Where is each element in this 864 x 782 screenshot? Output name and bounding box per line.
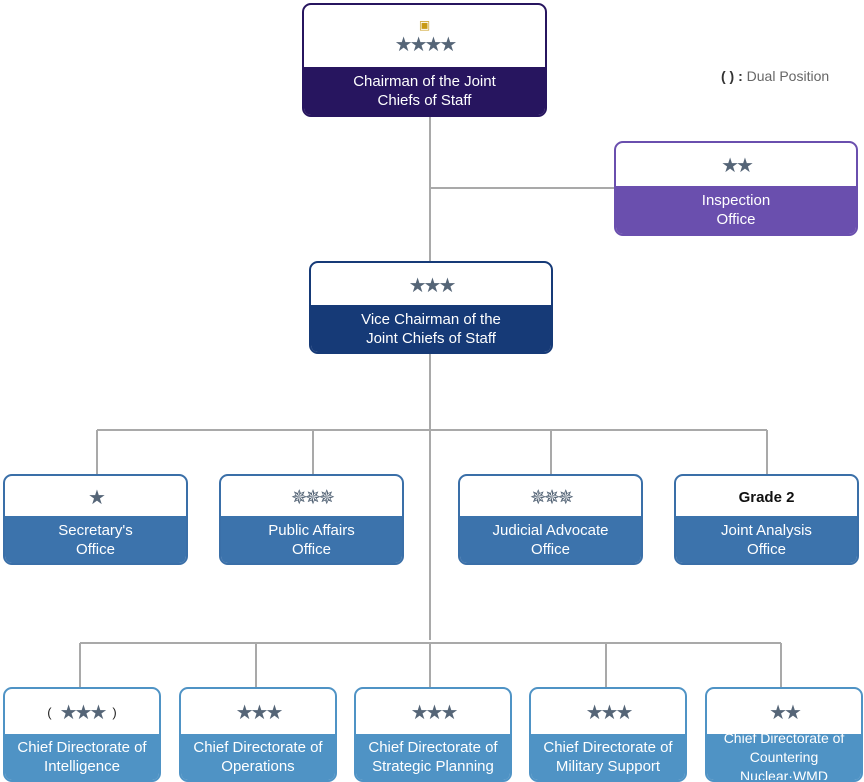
secretary-title: Secretary's Office <box>5 516 186 563</box>
judicial-advocate-title: Judicial Advocate Office <box>460 516 641 563</box>
countering-nuclear-wmd-directorate-box[interactable]: ★★ Chief Directorate of Countering Nucle… <box>705 687 863 782</box>
joint-analysis-title: Joint Analysis Office <box>676 516 857 563</box>
vice-chairman-box[interactable]: ★★★ Vice Chairman of the Joint Chiefs of… <box>309 261 553 354</box>
chairman-title: Chairman of the Joint Chiefs of Staff <box>304 67 545 115</box>
chairman-rank: ▣★★★★ <box>304 5 545 69</box>
operations-directorate-box[interactable]: ★★★ Chief Directorate of Operations <box>179 687 337 782</box>
colonel-insignia-icon: ✵✵✵ <box>290 486 335 509</box>
joint-analysis-grade: Grade 2 <box>676 476 857 518</box>
public-affairs-title: Public Affairs Office <box>221 516 402 563</box>
intelligence-directorate-box[interactable]: ( ★★★) Chief Directorate of Intelligence <box>3 687 161 782</box>
vice-title: Vice Chairman of the Joint Chiefs of Sta… <box>311 305 551 352</box>
strategic-planning-title: Chief Directorate of Strategic Planning <box>356 734 510 780</box>
secretary-rank: ★ <box>5 476 186 518</box>
strategic-planning-rank: ★★★ <box>356 689 510 735</box>
military-support-rank: ★★★ <box>531 689 685 735</box>
strategic-planning-directorate-box[interactable]: ★★★ Chief Directorate of Strategic Plann… <box>354 687 512 782</box>
grade-label: Grade 2 <box>738 488 795 506</box>
legend-symbol: ( ) : <box>721 68 743 84</box>
dual-position-open-paren: ( <box>47 704 52 720</box>
three-star-insignia-icon: ★★★ <box>59 701 108 724</box>
public-affairs-rank: ✵✵✵ <box>221 476 402 518</box>
judicial-advocate-rank: ✵✵✵ <box>460 476 641 518</box>
intelligence-title: Chief Directorate of Intelligence <box>5 734 159 780</box>
countering-nuclear-wmd-title: Chief Directorate of Countering Nuclear·… <box>707 730 861 780</box>
public-affairs-office-box[interactable]: ✵✵✵ Public Affairs Office <box>219 474 404 565</box>
joint-analysis-office-box[interactable]: Grade 2 Joint Analysis Office <box>674 474 859 565</box>
seal-icon: ▣ <box>418 17 431 32</box>
military-support-title: Chief Directorate of Military Support <box>531 734 685 780</box>
three-star-insignia-icon: ★★★ <box>585 701 634 724</box>
colonel-insignia-icon: ✵✵✵ <box>529 486 574 509</box>
three-star-insignia-icon: ★★★ <box>408 274 457 297</box>
three-star-insignia-icon: ★★★ <box>235 701 284 724</box>
legend-text: Dual Position <box>746 68 830 84</box>
inspection-rank: ★★ <box>616 143 856 188</box>
vice-rank: ★★★ <box>311 263 551 307</box>
operations-title: Chief Directorate of Operations <box>181 734 335 780</box>
two-star-insignia-icon: ★★ <box>721 155 754 177</box>
four-star-insignia-icon: ▣★★★★ <box>394 17 458 56</box>
legend: ( ) : Dual Position <box>721 68 829 84</box>
intelligence-rank: ( ★★★) <box>5 689 159 735</box>
three-star-insignia-icon: ★★★ <box>410 701 459 724</box>
dual-position-close-paren: ) <box>112 704 117 720</box>
inspection-office-box[interactable]: ★★ Inspection Office <box>614 141 858 236</box>
inspection-title: Inspection Office <box>616 186 856 234</box>
judicial-advocate-office-box[interactable]: ✵✵✵ Judicial Advocate Office <box>458 474 643 565</box>
countering-nuclear-wmd-rank: ★★ <box>707 689 861 735</box>
two-star-insignia-icon: ★★ <box>769 701 802 724</box>
one-star-insignia-icon: ★ <box>88 486 106 509</box>
operations-rank: ★★★ <box>181 689 335 735</box>
military-support-directorate-box[interactable]: ★★★ Chief Directorate of Military Suppor… <box>529 687 687 782</box>
chairman-box[interactable]: ▣★★★★ Chairman of the Joint Chiefs of St… <box>302 3 547 117</box>
secretary-office-box[interactable]: ★ Secretary's Office <box>3 474 188 565</box>
